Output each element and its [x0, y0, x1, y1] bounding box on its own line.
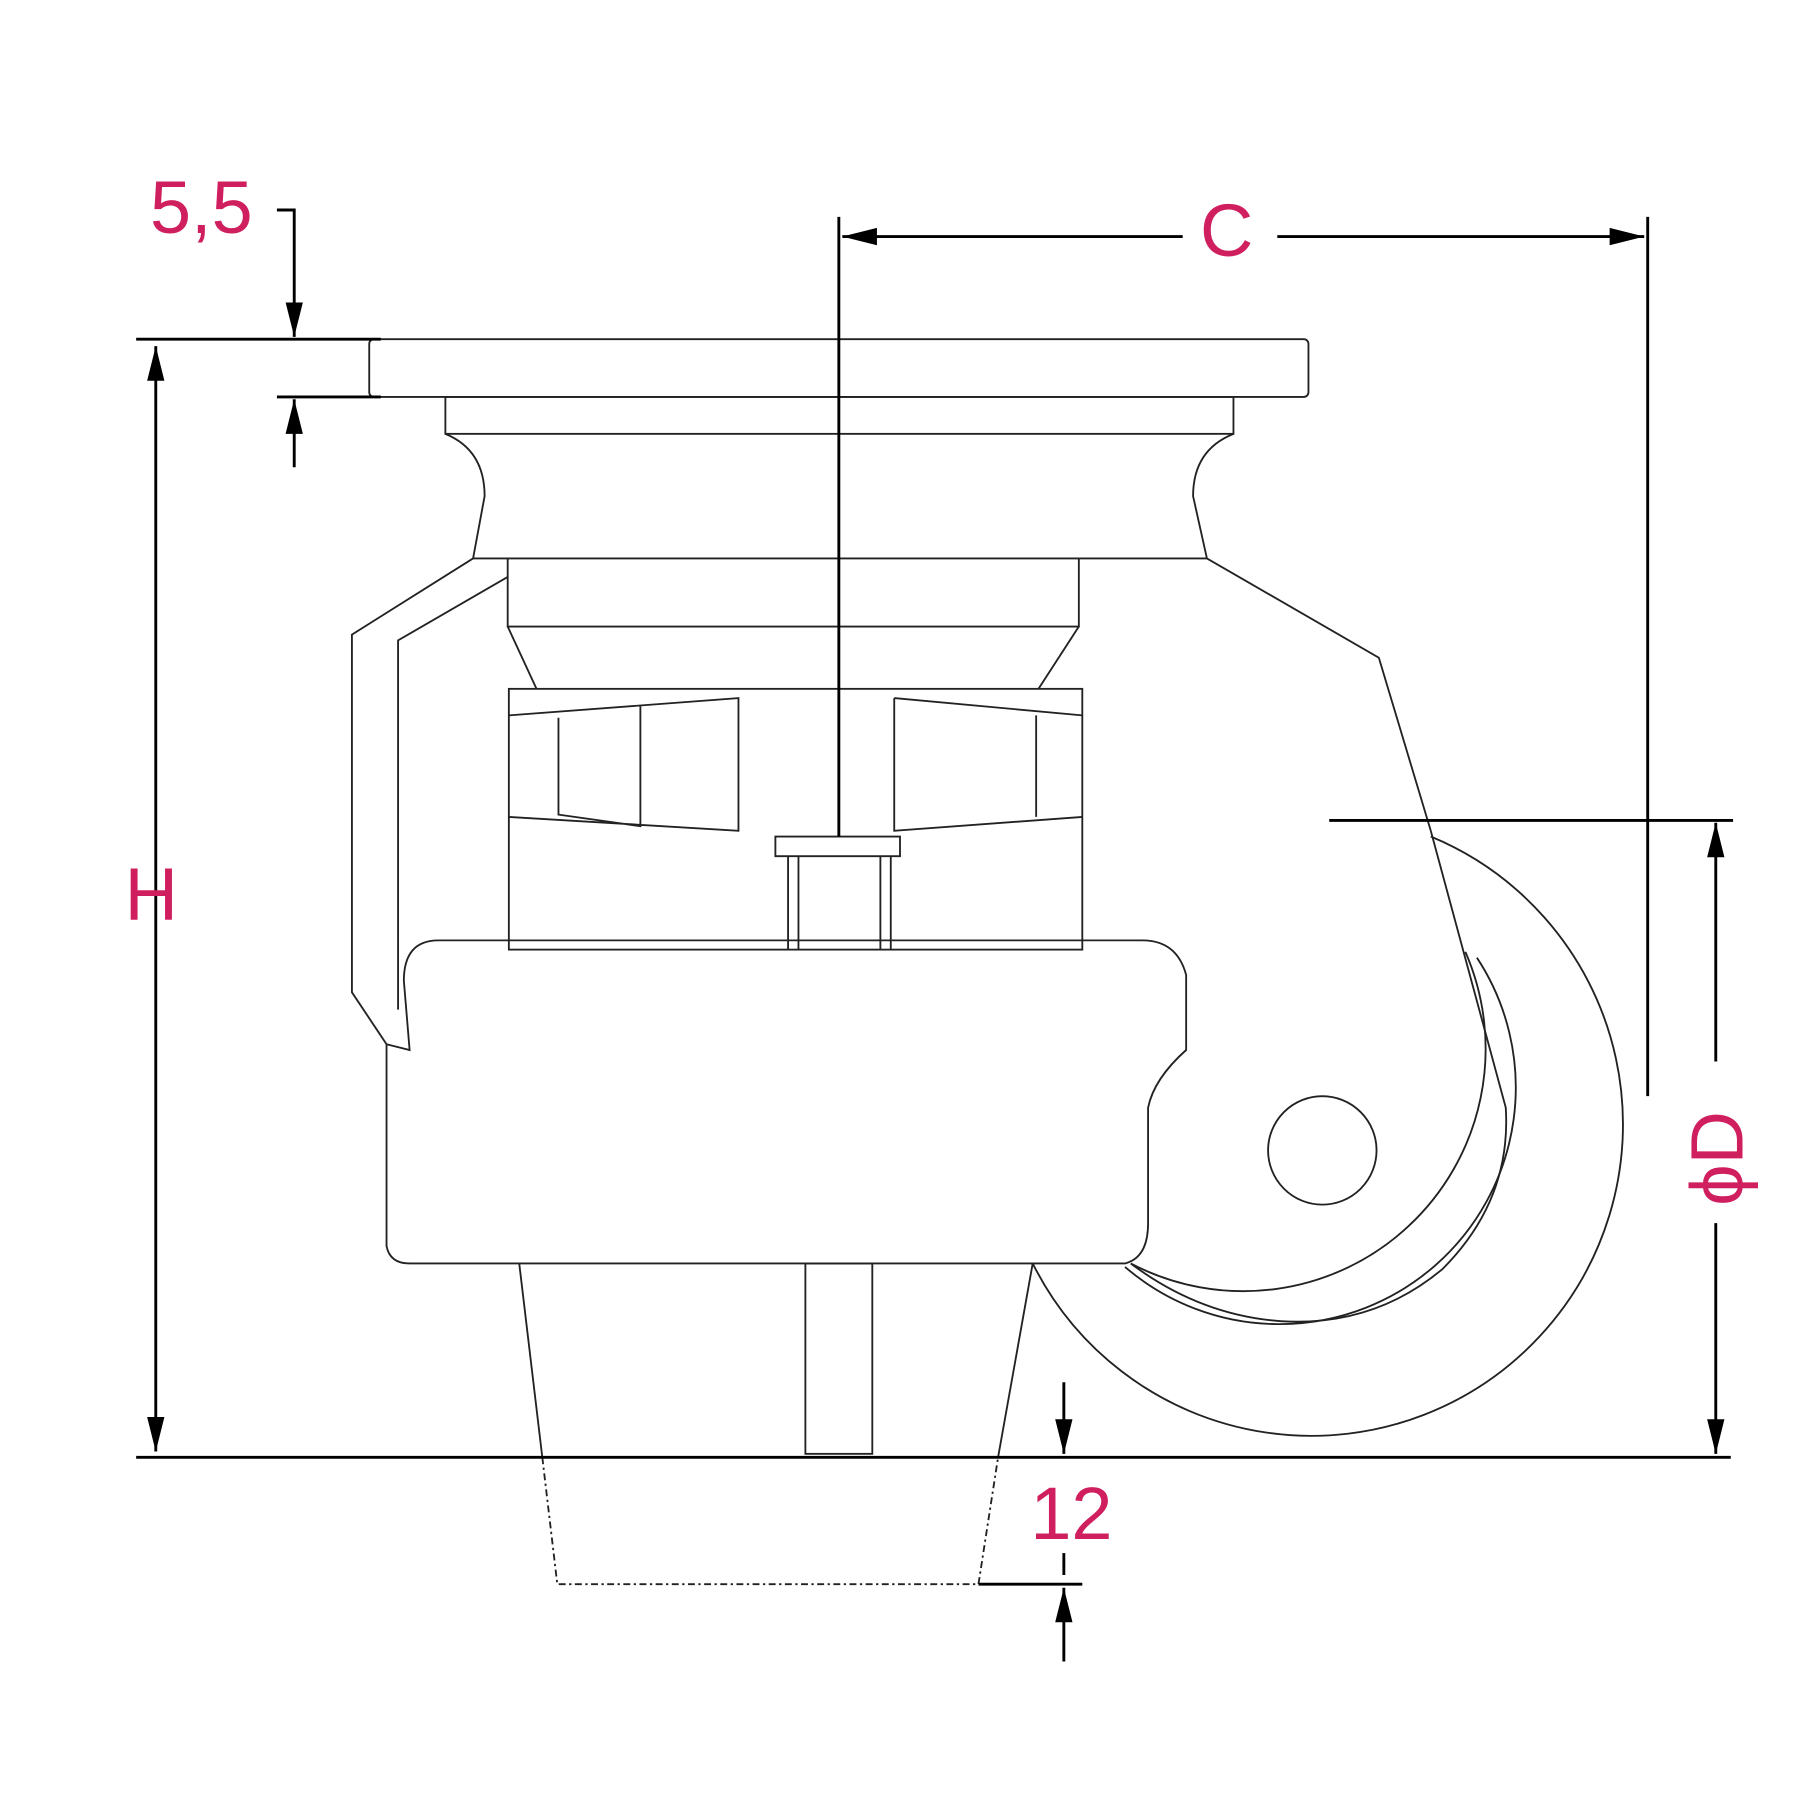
axle	[1267, 1095, 1378, 1206]
wheel	[1031, 835, 1624, 1437]
caster-body	[350, 338, 1624, 1586]
dimension-lines	[136, 208, 1734, 1662]
label-diameter: ϕD	[1675, 1111, 1758, 1206]
foot	[518, 1263, 1034, 1459]
label-height: H	[125, 853, 178, 936]
label-offset: C	[1200, 189, 1253, 272]
label-plate-thickness: 5,5	[150, 166, 253, 249]
label-stroke: 12	[1030, 1472, 1112, 1555]
spindle	[804, 1262, 874, 1455]
foot-extended	[541, 1457, 999, 1586]
adjust-housing	[507, 687, 1084, 951]
